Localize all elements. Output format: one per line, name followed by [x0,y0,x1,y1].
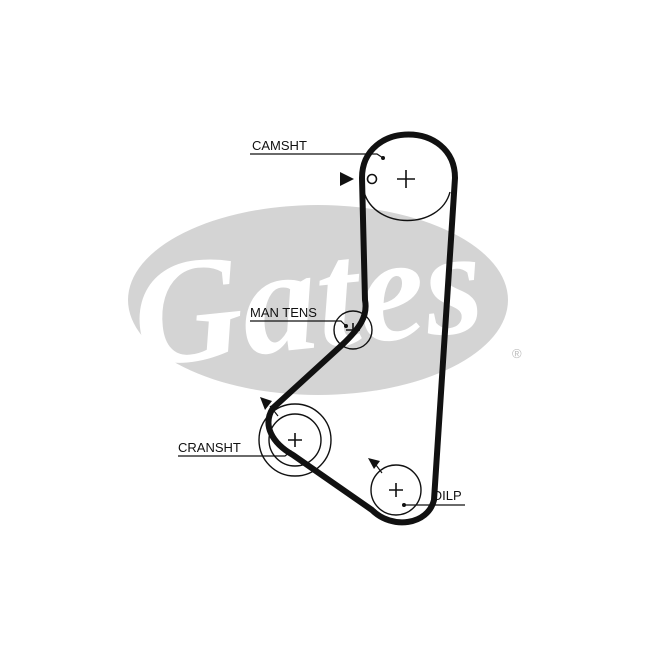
camshaft-timing-hole [366,173,378,185]
leader-lines [178,153,465,506]
tensioner-pulley-circle [333,310,373,350]
oil-pump-sprocket [368,458,422,516]
oil-pump-label: OILP [432,488,462,503]
camshaft-sprocket [340,170,451,222]
crankshaft-outer-circle [258,403,332,477]
oil-pump-center-cross [389,483,403,497]
camshaft-center-cross [397,170,415,188]
crankshaft-inner-circle [268,413,322,467]
tensioner-pulley [333,310,373,350]
crankshaft-center-cross [288,433,302,447]
crankshaft-leader-line [178,451,291,457]
camshaft-timing-arrow-icon [340,172,354,186]
tensioner-leader-dot [344,324,348,328]
oil-pump-leader-dot [402,503,406,507]
timing-belt [265,131,458,526]
registered-mark: ® [512,346,522,361]
watermark-ellipse [128,205,508,395]
camshaft-label: CAMSHT [252,138,307,153]
crankshaft-leader-dot [288,450,292,454]
oil-pump-timing-arrow-icon [368,458,380,469]
crankshaft-timing-arrow-icon [260,397,272,410]
camshaft-leader-line [250,153,384,159]
crankshaft-label: CRANSHT [178,440,241,455]
tensioner-label: MAN TENS [250,305,317,320]
tensioner-leader-line [250,320,347,327]
oil-pump-circle [370,464,422,516]
camshaft-sprocket-arc [363,191,451,222]
crankshaft-timing-mark [269,405,279,417]
watermark-brand-text: Gates [125,197,490,399]
tensioner-center-cross [346,323,360,337]
crankshaft-sprocket [258,397,332,477]
oil-pump-timing-mark [375,464,383,474]
gates-watermark: Gates ® [125,197,522,399]
camshaft-leader-dot [381,156,385,160]
